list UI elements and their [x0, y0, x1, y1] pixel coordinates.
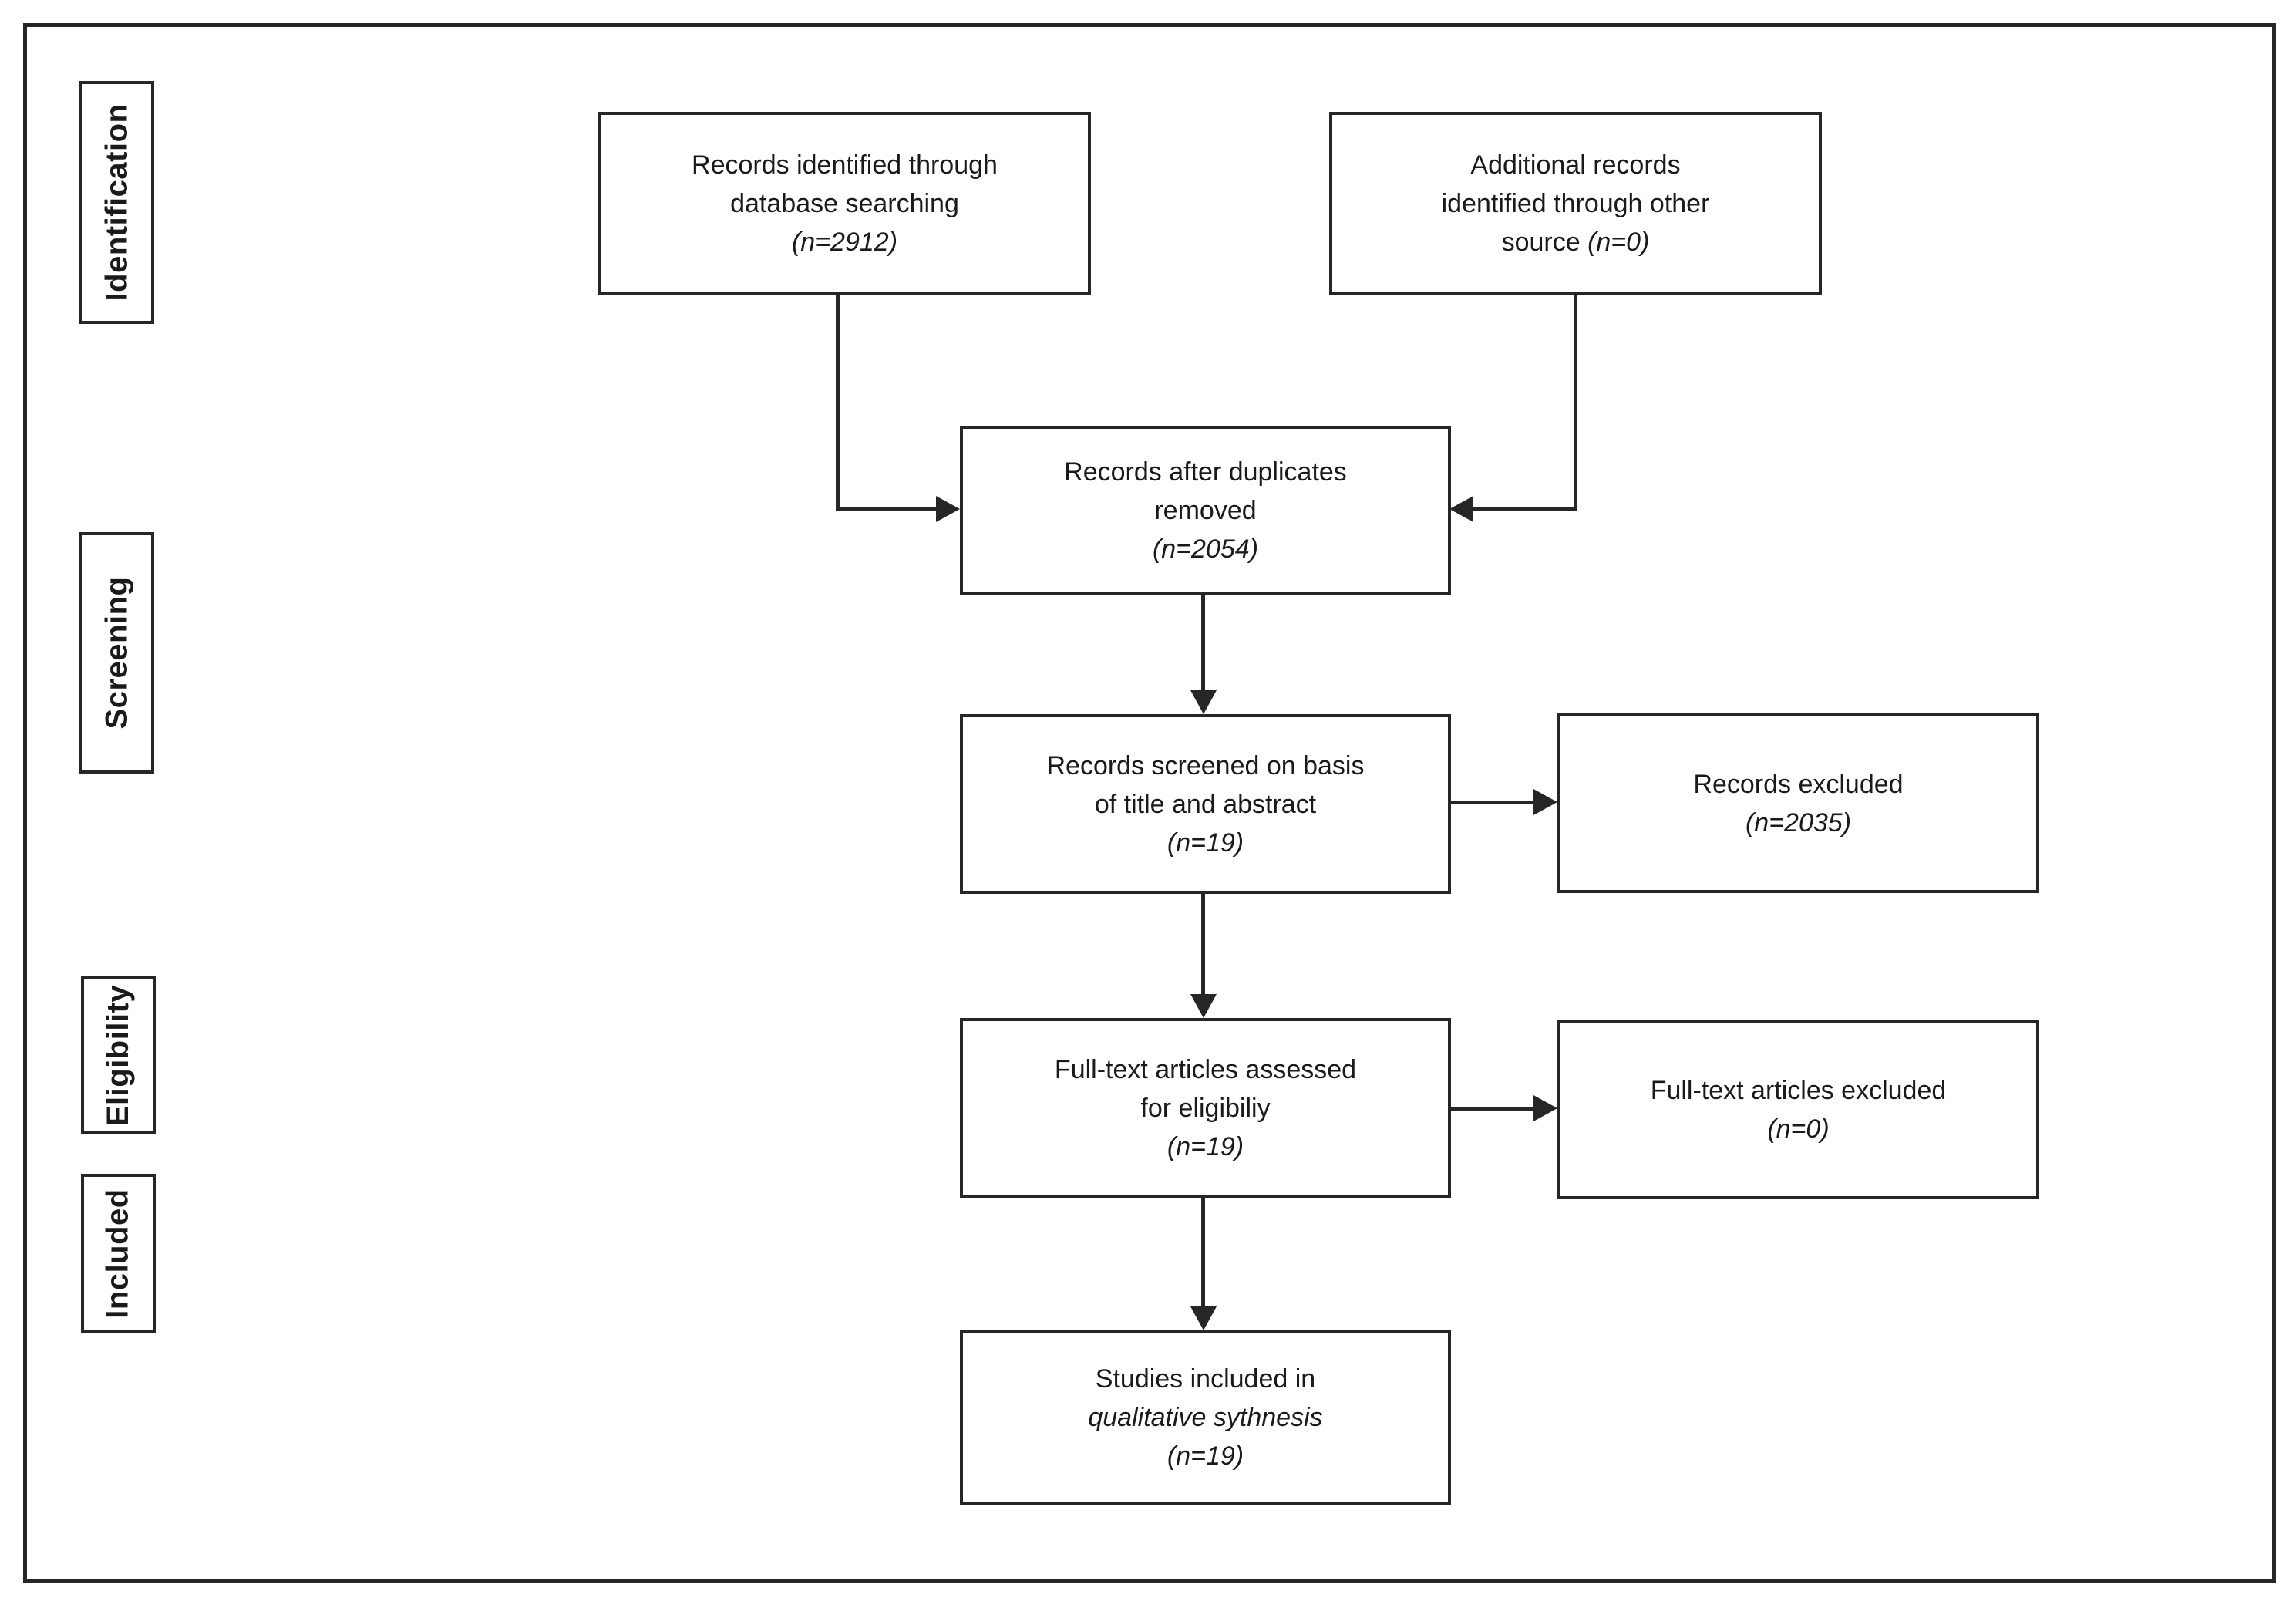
arrowhead-left-into-duplicates-right: [1449, 496, 1473, 522]
connector-identified-to-duplicates-vertical: [836, 294, 840, 511]
box-text-line: Full-text articles excluded: [1650, 1075, 1947, 1105]
stage-label-screening-text: Screening: [99, 576, 133, 730]
stage-label-identification: Identification: [79, 81, 154, 324]
box-additional-records: Additional records identified through ot…: [1329, 112, 1822, 295]
box-text-line: Additional records: [1470, 150, 1681, 180]
box-text-line: Full-text articles assessed: [1054, 1054, 1357, 1084]
box-n-value: (n=2035): [1745, 807, 1852, 838]
box-n-value: (n=2912): [791, 228, 898, 257]
connector-fulltext-to-fulltext-excluded: [1449, 1107, 1534, 1111]
box-fulltext-assessed: Full-text articles assessed for eligibil…: [960, 1018, 1451, 1198]
box-text-line: Records after duplicates: [1064, 457, 1347, 487]
box-text-line: database searching: [730, 189, 959, 218]
arrowhead-right-into-records-excluded: [1533, 789, 1557, 815]
box-text-line: Records identified through: [692, 150, 998, 180]
box-n-value: (n=2054): [1152, 534, 1259, 564]
box-text-line: of title and abstract: [1094, 789, 1317, 819]
stage-label-screening: Screening: [79, 532, 154, 774]
box-text-line: removed: [1154, 496, 1257, 525]
stage-label-included: Included: [81, 1174, 156, 1333]
box-records-after-duplicates: Records after duplicates removed (n=2054…: [960, 426, 1451, 595]
box-n-value: (n=19): [1167, 1441, 1244, 1471]
box-text-fragment: source: [1501, 228, 1588, 257]
box-text-line: Records screened on basis: [1046, 750, 1365, 780]
arrowhead-right-into-duplicates-left: [936, 496, 960, 522]
box-text-line: source (n=0): [1502, 223, 1650, 261]
box-records-identified-database: Records identified through database sear…: [598, 112, 1091, 295]
arrowhead-down-into-fulltext: [1190, 994, 1217, 1018]
connector-identified-to-duplicates-horizontal: [836, 507, 936, 511]
connector-duplicates-to-screened: [1201, 594, 1205, 691]
connector-additional-to-duplicates-horizontal: [1473, 507, 1577, 511]
box-text-line: identified through other: [1441, 189, 1710, 218]
box-records-screened: Records screened on basis of title and a…: [960, 714, 1451, 894]
box-n-value: (n=0): [1767, 1114, 1830, 1144]
stage-label-eligibility: Eligibility: [81, 976, 156, 1134]
box-text-line: for eligibiliy: [1140, 1093, 1271, 1123]
connector-fulltext-to-included: [1201, 1197, 1205, 1308]
box-records-excluded: Records excluded (n=2035): [1557, 713, 2039, 893]
box-text-line: Records excluded: [1693, 769, 1904, 799]
stage-label-eligibility-text: Eligibility: [101, 984, 136, 1126]
connector-screened-to-fulltext: [1201, 893, 1205, 996]
arrowhead-down-into-included: [1190, 1306, 1217, 1330]
box-n-value: (n=19): [1167, 1131, 1244, 1161]
box-text-line: Studies included in: [1095, 1364, 1316, 1394]
box-fulltext-excluded: Full-text articles excluded (n=0): [1557, 1020, 2039, 1199]
box-text-line-italic: qualitative sythnesis: [1088, 1403, 1323, 1432]
box-n-value: (n=0): [1587, 228, 1650, 257]
stage-label-identification-text: Identification: [99, 103, 134, 302]
connector-screened-to-excluded: [1449, 801, 1534, 804]
arrowhead-down-into-screened: [1190, 690, 1217, 714]
box-n-value: (n=19): [1167, 828, 1244, 858]
connector-additional-to-duplicates-vertical: [1574, 294, 1577, 511]
stage-label-included-text: Included: [101, 1188, 136, 1319]
box-studies-included: Studies included in qualitative sythnesi…: [960, 1330, 1451, 1505]
arrowhead-right-into-fulltext-excluded: [1533, 1095, 1557, 1121]
